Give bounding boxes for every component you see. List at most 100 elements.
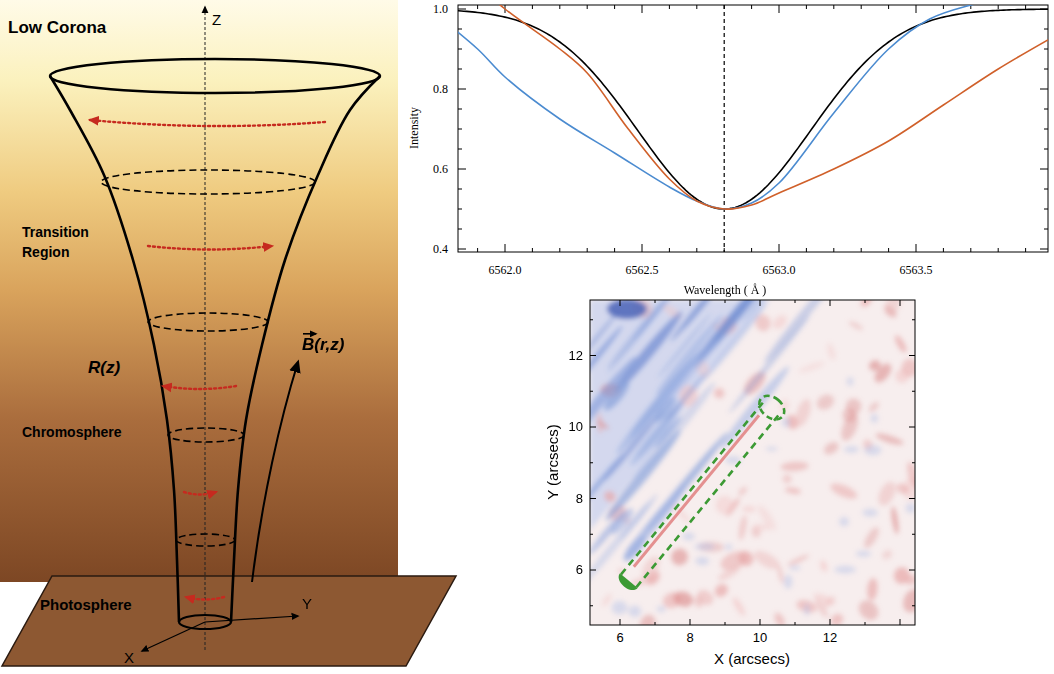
flux-tube-panel xyxy=(0,0,456,666)
red-patch xyxy=(828,480,859,502)
red-patch xyxy=(899,586,915,616)
vector-arrow xyxy=(303,333,316,335)
tube-wall xyxy=(50,76,179,622)
red-patch xyxy=(668,545,692,569)
red-patch xyxy=(843,396,863,416)
x-axis xyxy=(142,622,205,651)
blue-patch xyxy=(906,503,915,513)
red-patch xyxy=(742,506,756,513)
axis-title: Intensity xyxy=(407,107,421,149)
blue-patch xyxy=(844,446,859,453)
red-patch xyxy=(814,392,837,413)
radius-label: R(z) xyxy=(88,358,120,378)
blue-patch xyxy=(804,604,810,616)
axis-title: Wavelength ( Å ) xyxy=(684,283,767,297)
red-patch xyxy=(735,548,756,569)
tick-label: 0.8 xyxy=(433,82,448,96)
line-profile-plot xyxy=(437,0,1054,252)
axis-label: X xyxy=(124,649,134,667)
tick-label: 6 xyxy=(576,562,583,578)
red-patch xyxy=(859,300,874,309)
red-patch xyxy=(828,611,846,625)
blue-streak xyxy=(608,506,636,537)
red-streak xyxy=(634,415,759,567)
blue-streak xyxy=(717,363,793,451)
map-frame xyxy=(590,300,915,625)
profile-curve xyxy=(464,5,1048,209)
tick-label: 1.0 xyxy=(433,2,448,16)
tick-label: 8 xyxy=(686,630,693,646)
blue-streak xyxy=(590,508,628,557)
tick-label: 6 xyxy=(616,630,623,646)
red-patch xyxy=(892,565,912,586)
line-centre-marker xyxy=(724,5,725,252)
tick-label: 0.4 xyxy=(433,242,448,256)
blue-patch xyxy=(683,533,695,541)
red-patch xyxy=(848,320,864,332)
field-line-arrow xyxy=(252,362,298,582)
plot-frame xyxy=(458,5,1048,252)
axis-label: Y xyxy=(302,595,312,613)
region-label: Low Corona xyxy=(8,18,106,38)
red-patch xyxy=(874,431,904,447)
red-patch xyxy=(795,598,818,615)
photosphere-plane xyxy=(2,576,456,666)
red-patch xyxy=(880,548,894,561)
red-patch xyxy=(893,334,909,355)
red-patch xyxy=(781,473,793,485)
blue-patch xyxy=(612,601,628,615)
red-patch xyxy=(730,596,747,618)
tick-label: 6562.0 xyxy=(489,263,522,277)
blue-patch xyxy=(782,418,791,428)
blue-patch xyxy=(862,509,877,517)
blue-streak xyxy=(590,452,626,521)
blue-patch xyxy=(725,544,733,550)
tube-cross-section xyxy=(176,534,235,546)
torsional-flow-arrow xyxy=(186,597,224,600)
map-ground xyxy=(590,300,915,625)
box-cap xyxy=(755,391,789,424)
tick-label: 10 xyxy=(569,419,583,435)
blue-patch xyxy=(657,606,666,612)
axis-title: Y (arcsecs) xyxy=(544,424,562,500)
blue-streak xyxy=(620,481,690,563)
red-patch xyxy=(716,563,742,583)
blue-streak xyxy=(601,378,633,413)
red-patch xyxy=(875,479,899,508)
tick-label: 8 xyxy=(576,491,583,507)
red-patch xyxy=(777,565,785,584)
tick-marks xyxy=(458,5,1048,252)
z-axis xyxy=(205,7,206,650)
blue-streak xyxy=(605,300,678,371)
red-patch xyxy=(855,597,882,624)
axis-label: Z xyxy=(212,11,221,29)
vector-label: B(r,z) xyxy=(302,335,345,355)
red-patch xyxy=(737,515,748,541)
red-patch xyxy=(770,313,789,332)
red-patch xyxy=(826,343,837,361)
red-patch xyxy=(905,460,915,489)
red-patch xyxy=(780,461,808,472)
blue-patch xyxy=(784,575,793,589)
box-side xyxy=(636,415,778,587)
red-patch xyxy=(792,397,814,429)
blue-patch xyxy=(864,445,881,455)
blue-patch xyxy=(789,565,800,570)
red-patch xyxy=(861,525,881,550)
axis-title: X (arcsecs) xyxy=(714,650,790,668)
red-patch xyxy=(784,487,801,495)
red-patch xyxy=(867,358,882,372)
blue-streak xyxy=(653,312,726,398)
red-patch xyxy=(693,595,703,608)
red-patch xyxy=(737,486,748,497)
tick-label: 12 xyxy=(569,348,583,364)
red-patch xyxy=(890,506,900,534)
red-patch xyxy=(867,400,880,414)
map-texture xyxy=(590,300,915,625)
red-patch xyxy=(772,611,787,625)
red-patch xyxy=(787,553,810,567)
blue-patch xyxy=(834,566,856,574)
tick-label: 6563.5 xyxy=(900,263,933,277)
